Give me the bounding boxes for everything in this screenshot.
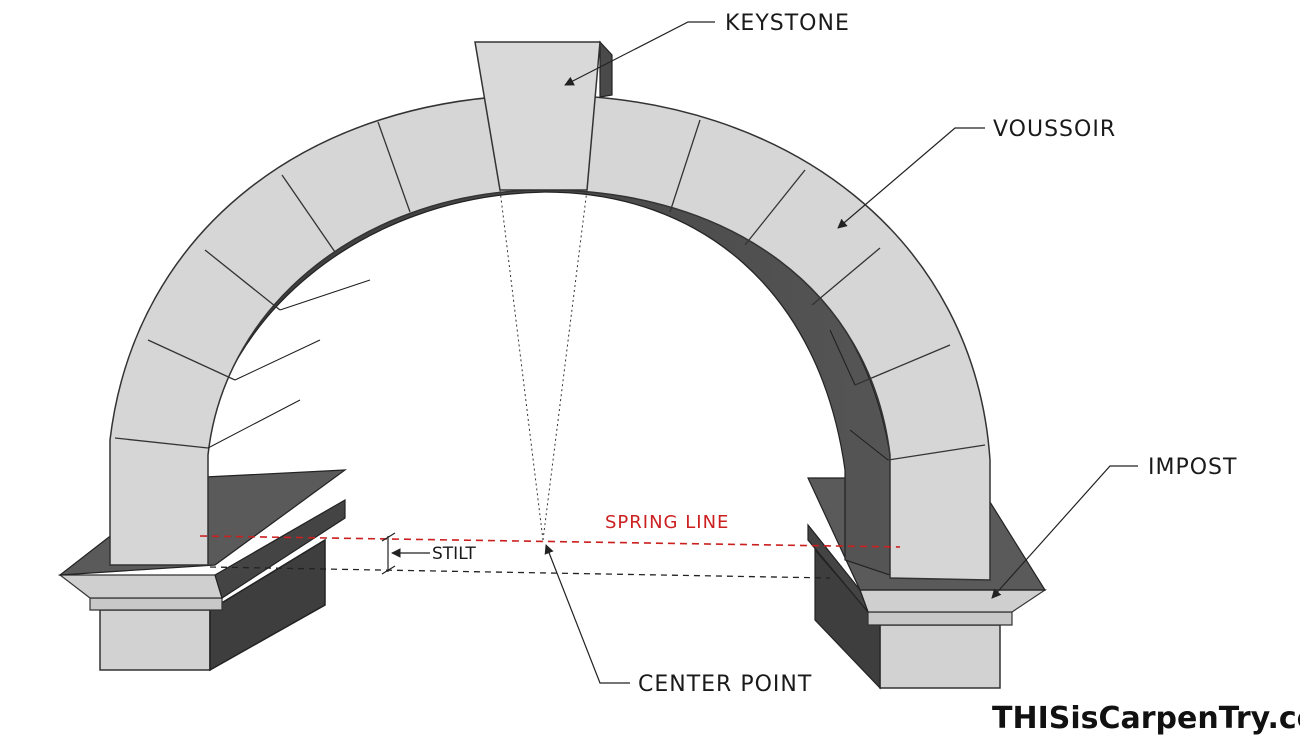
leader-lines bbox=[544, 21, 1138, 684]
radial-lines bbox=[499, 189, 588, 541]
center-point-label: CENTER POINT bbox=[638, 672, 812, 697]
arch-face bbox=[109, 94, 991, 581]
voussoir-joints bbox=[114, 119, 986, 461]
stilt-dimension bbox=[381, 532, 430, 575]
impost-label: IMPOST bbox=[1148, 455, 1237, 480]
keystone-label: KEYSTONE bbox=[725, 11, 850, 36]
voussoir-label: VOUSSOIR bbox=[993, 117, 1116, 142]
brand-watermark: THISisCarpenTry.com bbox=[992, 701, 1300, 736]
soffit-joints bbox=[207, 279, 889, 461]
spring-line-label: SPRING LINE bbox=[605, 512, 729, 533]
spring-line bbox=[199, 535, 901, 548]
stilt-label: STILT bbox=[432, 544, 476, 564]
impost-line bbox=[209, 566, 831, 579]
